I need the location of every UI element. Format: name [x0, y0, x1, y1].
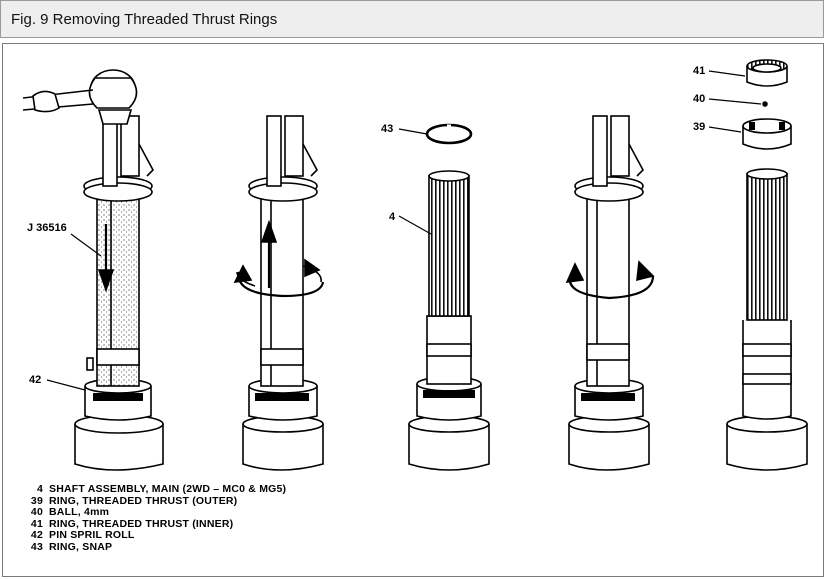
callout-shaft: 4	[389, 211, 396, 223]
station-5-exploded-rings	[726, 59, 808, 471]
callout-ball: 40	[693, 93, 705, 105]
station-2-turn-up	[233, 115, 325, 471]
title-bar: Fig. 9 Removing Threaded Thrust Rings	[0, 0, 824, 38]
callout-inner-ring: 41	[693, 65, 705, 77]
station-1-hammer-removal	[22, 69, 164, 471]
station-4-turn-reverse	[565, 115, 655, 471]
callout-pin: 42	[29, 374, 41, 386]
callout-tool: J 36516	[27, 222, 67, 234]
figure-title: Fig. 9 Removing Threaded Thrust Rings	[11, 11, 278, 28]
exploded-illustration: J 36516 42	[22, 59, 808, 471]
figure-frame: J 36516 42	[2, 43, 824, 577]
callout-snap-ring: 43	[381, 123, 393, 135]
station-3-snap-ring-removed	[408, 123, 490, 471]
callout-outer-ring: 39	[693, 121, 705, 133]
